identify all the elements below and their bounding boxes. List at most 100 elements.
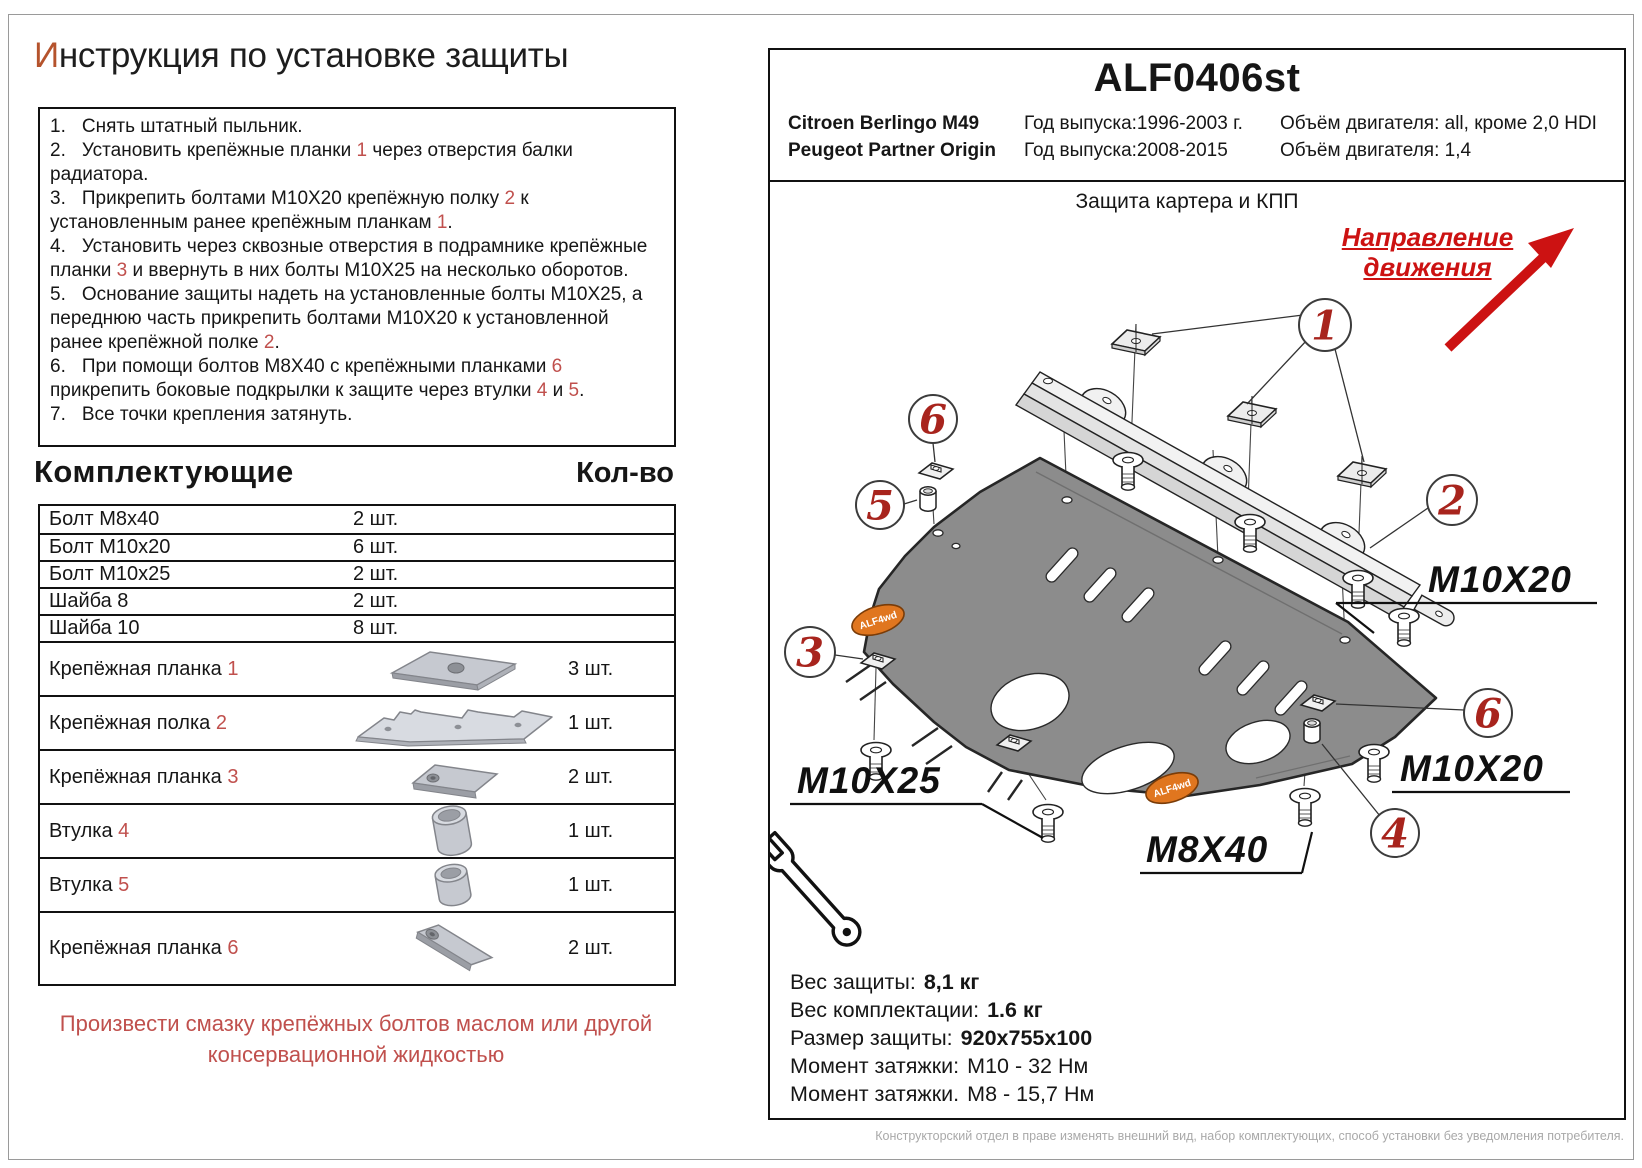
quantity-heading: Кол-во bbox=[576, 457, 674, 489]
instruction-item: 7.Все точки крепления затянуть. bbox=[50, 403, 666, 427]
callout-number-3: 3 bbox=[796, 629, 824, 676]
bolt-label-m10x20-top: M10X20 bbox=[1428, 559, 1572, 600]
component-name: Втулка 4 bbox=[40, 820, 345, 843]
component-quantity: 1 шт. bbox=[568, 873, 614, 896]
mounting-plate-6 bbox=[918, 462, 954, 480]
table-row: Крепёжная планка 6 2 шт. bbox=[40, 911, 674, 984]
instruction-item: 4.Установить через сквозные отверстия в … bbox=[50, 235, 666, 283]
component-quantity: 2 шт. bbox=[568, 937, 614, 959]
callout-number-6-right: 6 bbox=[1474, 690, 1502, 737]
instruction-number: 7. bbox=[50, 404, 66, 425]
callout-number-1: 1 bbox=[1311, 302, 1339, 349]
instruction-number: 6. bbox=[50, 356, 66, 377]
text-segment: Крепёжная планка bbox=[49, 657, 228, 680]
shelf-tab bbox=[1202, 455, 1248, 489]
bolt-m10x20 bbox=[1388, 607, 1420, 648]
shelf-tab bbox=[1320, 521, 1366, 555]
title-initial: И bbox=[34, 36, 59, 75]
text-segment: Шайба 8 bbox=[49, 590, 129, 612]
callout-circle-4 bbox=[1370, 808, 1420, 858]
text-segment: Шайба 10 bbox=[49, 617, 140, 639]
text-segment: Крепёжная полка bbox=[49, 711, 216, 734]
instruction-item: 3.Прикрепить болтами М10Х20 крепёжную по… bbox=[50, 187, 666, 235]
text-segment: Втулка bbox=[49, 873, 119, 896]
instruction-item: 6.При помощи болтов М8Х40 с крепёжными п… bbox=[50, 355, 666, 403]
callout-circle-3 bbox=[784, 626, 836, 678]
text-segment: Болт М8х40 bbox=[49, 508, 160, 530]
red-item-number: 6 bbox=[551, 356, 563, 377]
instruction-item: 2.Установить крепёжные планки 1 через от… bbox=[50, 139, 666, 187]
bolt-m10x25 bbox=[1032, 803, 1064, 844]
instructions-list: 1. Снять штатный пыльник.2.Установить кре… bbox=[50, 115, 666, 427]
callout-number-5: 5 bbox=[866, 482, 894, 529]
shelf-tab bbox=[1081, 387, 1127, 421]
text-segment: . bbox=[579, 380, 585, 401]
text-segment: прикрепить боковые подкрылки к защите че… bbox=[50, 380, 537, 401]
spec-value: 8,1 кг bbox=[923, 970, 980, 994]
table-row: Шайба 8 2 шт. bbox=[40, 587, 674, 614]
spec-label: Вес защиты: bbox=[790, 970, 916, 994]
callout-circle-5 bbox=[855, 480, 905, 530]
component-name: Крепёжная планка 1 bbox=[40, 658, 345, 681]
callout-number-2: 2 bbox=[1437, 477, 1466, 524]
title-rest: нструкция по установке защиты bbox=[58, 36, 569, 75]
spec-label: Момент затяжки. bbox=[790, 1082, 960, 1106]
brand-badge: ALF4wd bbox=[1145, 771, 1199, 805]
spec-label: Момент затяжки: bbox=[790, 1054, 960, 1078]
components-heading: Комплектующие bbox=[34, 454, 294, 489]
component-name: Крепёжная планка 3 bbox=[40, 766, 345, 789]
component-name: Крепёжная планка 6 bbox=[40, 937, 345, 960]
component-name: Болт М10х20 bbox=[40, 536, 345, 559]
instruction-number: 1. bbox=[50, 116, 66, 137]
red-item-number: 4 bbox=[536, 380, 548, 401]
instruction-number: 4. bbox=[50, 236, 66, 257]
callout-leaders bbox=[834, 314, 1465, 817]
spec-line: Размер защиты:920х755х100 bbox=[790, 1024, 1094, 1052]
specs-block: Вес защиты: 8,1 кг Вес комплектации: 1.6 кг… bbox=[790, 968, 1094, 1108]
text-segment: Снять штатный пыльник. bbox=[81, 116, 303, 137]
direction-of-travel-label: Направление движения bbox=[1335, 222, 1520, 282]
wrench-icon bbox=[770, 830, 862, 947]
red-item-number: 3 bbox=[227, 765, 239, 788]
instructions-box: 1. Снять штатный пыльник.2.Установить кре… bbox=[38, 107, 676, 447]
direction-line2: движения bbox=[1363, 252, 1492, 282]
component-name: Болт М10х25 bbox=[40, 563, 345, 586]
red-item-number: 1 bbox=[227, 657, 239, 680]
bushing-large-icon bbox=[345, 800, 560, 862]
vehicle-model: Citroen Berlingo M49 bbox=[788, 113, 980, 134]
direction-line1: Направление bbox=[1341, 222, 1514, 252]
spec-label: Вес комплектации: bbox=[790, 998, 980, 1022]
text-segment: Болт М10х25 bbox=[49, 563, 171, 585]
red-item-number: 2 bbox=[263, 332, 275, 353]
callout-circle-2 bbox=[1426, 474, 1478, 526]
spec-label: Размер защиты: bbox=[790, 1026, 953, 1050]
component-quantity: 2 шт. bbox=[568, 765, 614, 788]
bushing-4 bbox=[1303, 718, 1321, 744]
text-segment: Основание защиты надеть на установленные… bbox=[50, 284, 643, 353]
red-item-number: 4 bbox=[118, 819, 130, 842]
callouts: 1 2 6 5 3 6 4 bbox=[784, 298, 1513, 858]
direction-arrow bbox=[1444, 228, 1574, 352]
skid-plate bbox=[845, 456, 1438, 801]
spec-line: Вес защиты: 8,1 кг bbox=[790, 968, 1094, 996]
text-segment: и ввернуть в них болты М10Х25 на несколь… bbox=[127, 260, 629, 281]
text-segment: . bbox=[274, 332, 280, 353]
bolt-label-m8x40: M8X40 bbox=[1146, 829, 1268, 870]
instruction-number: 2. bbox=[50, 140, 66, 161]
component-quantity: 1 шт. bbox=[568, 711, 614, 734]
bolt-label-m10x20-lower: M10X20 bbox=[1400, 748, 1544, 789]
instruction-number: 3. bbox=[50, 188, 66, 209]
mounting-plate-icon bbox=[345, 645, 560, 693]
instruction-number: 5. bbox=[50, 284, 66, 305]
bushing-5 bbox=[919, 486, 937, 512]
component-quantity: 2 шт. bbox=[353, 590, 399, 612]
spec-value: 1.6 кг bbox=[987, 998, 1043, 1022]
table-row: Крепёжная планка 3 2 шт. bbox=[40, 749, 674, 803]
